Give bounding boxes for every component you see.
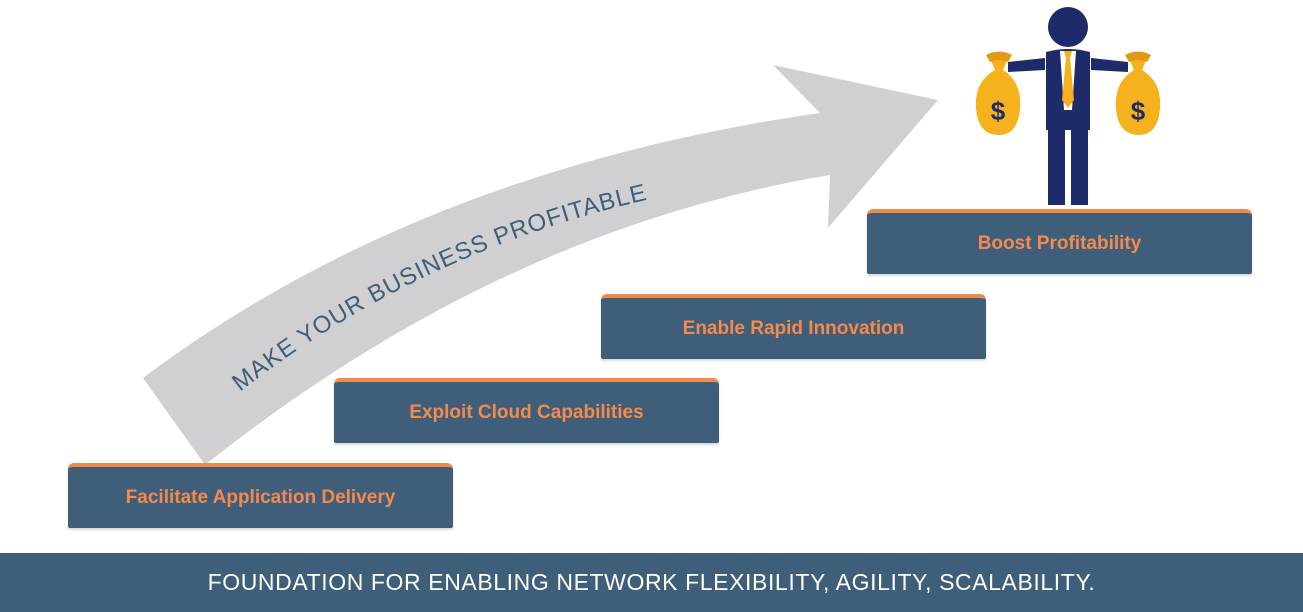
foundation-bar: FOUNDATION FOR ENABLING NETWORK FLEXIBIL…	[0, 553, 1303, 612]
step-facilitate-application-delivery: Facilitate Application Delivery	[68, 463, 453, 528]
right-leg	[1071, 128, 1088, 205]
foundation-text: FOUNDATION FOR ENABLING NETWORK FLEXIBIL…	[207, 569, 1096, 595]
step-label: Boost Profitability	[977, 232, 1142, 254]
left-arm	[1008, 58, 1045, 72]
left-bag-symbol: $	[991, 96, 1006, 126]
businessman-icon: $ $	[975, 7, 1161, 205]
money-bag-icon: $	[1115, 51, 1161, 135]
right-bag-symbol: $	[1131, 96, 1146, 126]
growth-arrow-shape	[143, 65, 938, 465]
step-boost-profitability: Boost Profitability	[867, 209, 1252, 274]
step-label: Exploit Cloud Capabilities	[409, 401, 644, 423]
money-bag-icon: $	[975, 51, 1021, 135]
step-enable-rapid-innovation: Enable Rapid Innovation	[601, 294, 986, 359]
step-label: Facilitate Application Delivery	[125, 486, 396, 508]
step-exploit-cloud-capabilities: Exploit Cloud Capabilities	[334, 378, 719, 443]
right-arm	[1091, 58, 1128, 72]
head	[1048, 7, 1088, 47]
left-leg	[1048, 128, 1065, 205]
step-label: Enable Rapid Innovation	[682, 317, 905, 339]
tie	[1062, 51, 1074, 108]
